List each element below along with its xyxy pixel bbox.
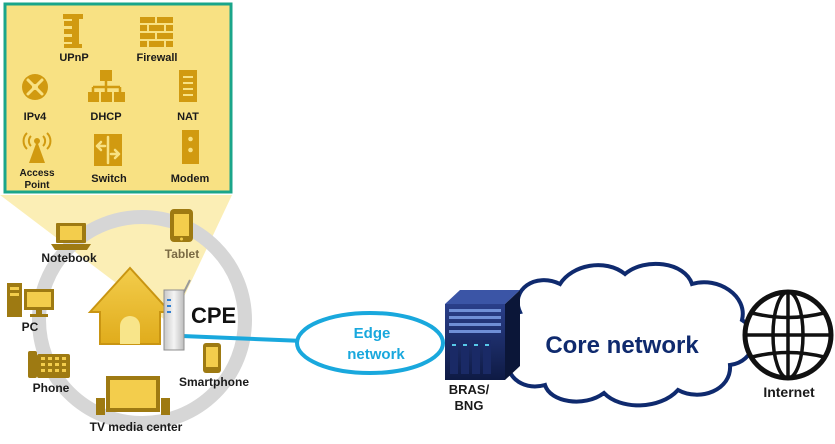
modem-label: Modem <box>171 173 210 185</box>
switch-label: Switch <box>91 173 127 185</box>
edge-network-label-line1: Edge <box>354 325 391 342</box>
pc-icon <box>7 283 54 317</box>
dhcp-icon <box>88 70 125 102</box>
access-link <box>181 334 305 343</box>
core-network-label: Core network <box>545 332 699 359</box>
tablet-label: Tablet <box>165 247 199 261</box>
internet-label: Internet <box>763 384 815 400</box>
tablet-icon <box>170 209 193 242</box>
home-network-ring <box>32 210 252 430</box>
access-point-label-line2: Point <box>25 180 51 191</box>
cpe-router-icon <box>163 279 191 351</box>
edge-network-label-line2: network <box>347 346 405 363</box>
ipv4-icon <box>22 74 48 100</box>
cpe-label: CPE <box>191 303 236 328</box>
notebook-label: Notebook <box>41 251 97 265</box>
notebook-icon <box>51 223 91 250</box>
dhcp-label: DHCP <box>90 111 121 123</box>
modem-icon <box>182 130 199 164</box>
nat-label: NAT <box>177 111 199 123</box>
core-network-cloud <box>498 261 756 408</box>
firewall-icon <box>140 17 173 47</box>
ipv4-label: IPv4 <box>24 111 48 123</box>
nat-icon <box>179 70 197 102</box>
phone-icon <box>28 351 70 378</box>
house-icon <box>87 266 173 345</box>
access-point-icon <box>22 132 52 163</box>
smartphone-label: Smartphone <box>179 375 249 389</box>
firewall-label: Firewall <box>137 52 178 64</box>
phone-label: Phone <box>33 381 70 395</box>
smartphone-icon <box>203 343 221 373</box>
pc-label: PC <box>22 320 39 334</box>
upnp-icon <box>63 14 83 48</box>
bras-bng-device-icon <box>445 290 520 380</box>
internet-globe-icon <box>742 289 834 381</box>
switch-icon <box>94 134 122 166</box>
upnp-label: UPnP <box>59 52 88 64</box>
tv-label: TV media center <box>90 420 183 434</box>
access-point-label-line1: Access <box>19 168 54 179</box>
bras-label-line2: BNG <box>455 398 484 413</box>
edge-network-cloud <box>295 311 445 375</box>
bras-label-line1: BRAS/ <box>449 382 490 397</box>
tv-icon <box>96 376 170 415</box>
